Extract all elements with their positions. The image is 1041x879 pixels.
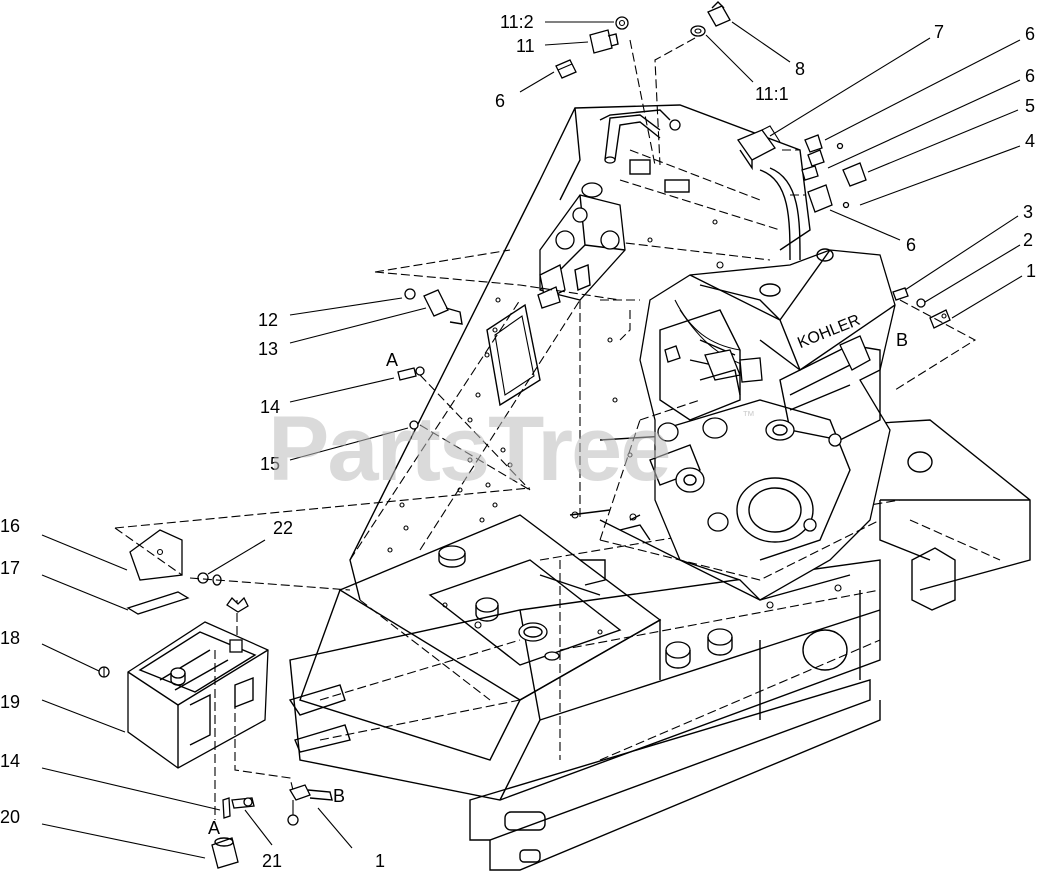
part-6-connector-b[interactable] bbox=[807, 184, 833, 213]
ignition-switch-parts bbox=[555, 1, 867, 213]
callout-1: 1 bbox=[1026, 261, 1036, 281]
engine: KOHLER bbox=[569, 248, 933, 609]
callout-12: 12 bbox=[258, 310, 278, 330]
part-19-battery[interactable] bbox=[127, 621, 269, 769]
callout-7: 7 bbox=[934, 22, 944, 42]
part-22-washer[interactable] bbox=[197, 572, 209, 584]
callout-6: 6 bbox=[906, 235, 916, 255]
callout-B: B bbox=[896, 330, 908, 350]
hydraulic-valve bbox=[537, 182, 626, 309]
watermark-text: PartsTree bbox=[268, 398, 669, 500]
ground-bolt-parts bbox=[892, 287, 977, 391]
battery bbox=[98, 621, 294, 820]
callout-4: 4 bbox=[1025, 131, 1035, 151]
part-13-sensor[interactable] bbox=[423, 289, 449, 317]
part-8-plug[interactable] bbox=[707, 5, 731, 27]
callout-21: 21 bbox=[262, 851, 282, 871]
callout-B: B bbox=[333, 786, 345, 806]
part-11-1-washer[interactable] bbox=[690, 25, 706, 37]
callout-13: 13 bbox=[258, 339, 278, 359]
watermark: PartsTree ™ bbox=[268, 398, 755, 500]
part-11-2-nut[interactable] bbox=[615, 16, 629, 30]
callout-6: 6 bbox=[495, 91, 505, 111]
part-15-screw[interactable] bbox=[409, 420, 419, 430]
callout-5: 5 bbox=[1025, 96, 1035, 116]
watermark-trademark: ™ bbox=[742, 408, 755, 423]
callout-2: 2 bbox=[1023, 230, 1033, 250]
part-5-fuse-block[interactable] bbox=[842, 162, 867, 187]
callout-3: 3 bbox=[1023, 202, 1033, 222]
callout-11: 11 bbox=[516, 36, 535, 56]
part-20-cover[interactable] bbox=[211, 837, 239, 869]
leader-lines bbox=[41, 21, 1023, 859]
callout-18: 18 bbox=[0, 628, 20, 648]
callout-8: 8 bbox=[795, 59, 805, 79]
callout-22: 22 bbox=[273, 518, 293, 538]
callout-15: 15 bbox=[260, 454, 280, 474]
callout-A: A bbox=[208, 818, 220, 838]
sensor-parts bbox=[374, 249, 621, 325]
battery-holddown bbox=[114, 487, 531, 650]
fastener-parts bbox=[397, 366, 531, 491]
battery-tray bbox=[299, 514, 662, 761]
callout-19: 19 bbox=[0, 692, 20, 712]
tower-panel bbox=[349, 104, 811, 601]
callout-14: 14 bbox=[260, 397, 280, 417]
part-7-relay[interactable] bbox=[737, 129, 776, 161]
part-2-washer[interactable] bbox=[916, 298, 926, 308]
callout-A: A bbox=[386, 350, 398, 370]
callout-11-2: 11:2 bbox=[500, 12, 534, 32]
part-14-bolt-lower[interactable] bbox=[222, 797, 231, 819]
part-17-pad[interactable] bbox=[126, 591, 190, 615]
callout-11-1: 11:1 bbox=[755, 84, 789, 104]
callout-17: 17 bbox=[0, 558, 20, 578]
part-16-bracket[interactable] bbox=[129, 529, 183, 581]
part-6-connector-a[interactable] bbox=[804, 134, 823, 153]
callout-6: 6 bbox=[1025, 24, 1035, 44]
callout-16: 16 bbox=[0, 516, 20, 536]
cable-parts bbox=[211, 784, 333, 869]
callout-labels: 11:2 11 6 8 11:1 7 6 6 5 4 6 3 2 1 B 12 … bbox=[0, 12, 1036, 871]
part-14-bolt[interactable] bbox=[397, 367, 417, 381]
part-11-key-switch[interactable] bbox=[589, 29, 613, 54]
callout-6: 6 bbox=[1025, 66, 1035, 86]
callout-1: 1 bbox=[375, 851, 385, 871]
part-12-washer[interactable] bbox=[404, 288, 416, 300]
part-1-terminal-lower[interactable] bbox=[289, 784, 311, 801]
part-3-bolt[interactable] bbox=[892, 287, 909, 301]
callout-20: 20 bbox=[0, 807, 20, 827]
callout-14: 14 bbox=[0, 751, 20, 771]
